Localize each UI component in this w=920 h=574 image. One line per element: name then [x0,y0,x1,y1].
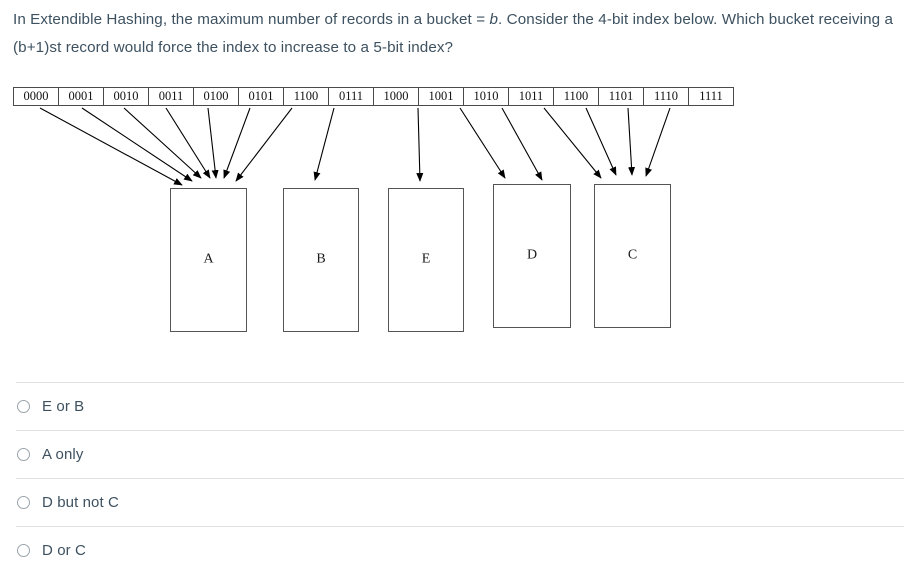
radio-button-3[interactable] [17,544,30,557]
bucket-b: B [283,188,359,332]
pointer-arrow-2 [123,107,202,179]
bucket-label-b: B [316,251,326,267]
index-cell-11: 1011 [508,87,554,106]
pointer-arrow-5 [223,107,251,179]
radio-button-2[interactable] [17,496,30,509]
option-label-1: A only [42,445,84,463]
question-line1-pre: In Extendible Hashing, the maximum numbe… [13,11,490,28]
question-line1-post: . Consider the 4-bit index below. [498,11,718,28]
index-cell-12: 1100 [553,87,599,106]
option-row-1[interactable]: A only [16,430,904,478]
index-cell-5: 0101 [238,87,284,106]
index-cell-13: 1101 [598,87,644,106]
radio-button-1[interactable] [17,448,30,461]
pointer-arrow-13 [627,107,636,176]
index-cell-15: 1111 [688,87,734,106]
index-cell-0: 0000 [13,87,59,106]
pointer-arrow-1 [81,107,193,182]
index-cell-1: 0001 [58,87,104,106]
bucket-a: A [170,188,247,332]
bucket-d: D [493,184,571,328]
bucket-c: C [594,184,671,328]
pointer-arrow-0 [39,107,183,186]
index-cell-4: 0100 [193,87,239,106]
bucket-e: E [388,188,464,332]
bucket-label-e: E [421,251,431,267]
question-variable-b: b [489,11,499,28]
pointer-arrow-11 [543,107,602,179]
bucket-label-c: C [627,247,638,263]
pointer-arrow-8 [416,107,424,182]
question-line2: Which bucket receiving a (b+1)st record … [13,11,894,56]
index-cell-7: 0111 [328,87,374,106]
option-row-2[interactable]: D but not C [16,478,904,526]
option-label-2: D but not C [42,493,119,511]
index-cell-14: 1110 [643,87,689,106]
pointer-arrow-14 [645,107,671,177]
index-cell-6: 1100 [283,87,329,106]
radio-button-0[interactable] [17,400,30,413]
bucket-label-d: D [526,247,538,263]
pointer-arrow-9 [459,107,506,179]
option-row-0[interactable]: E or B [16,382,904,430]
index-cell-8: 1000 [373,87,419,106]
option-label-0: E or B [42,397,85,415]
pointer-arrow-6 [235,107,293,182]
pointer-arrow-3 [165,107,211,179]
question-stem: In Extendible Hashing, the maximum numbe… [13,6,911,62]
pointer-arrow-10 [501,107,543,181]
index-cell-2: 0010 [103,87,149,106]
index-cell-9: 1001 [418,87,464,106]
index-cell-10: 1010 [463,87,509,106]
option-label-3: D or C [42,541,86,559]
bucket-label-a: A [203,251,214,267]
option-row-3[interactable]: D or C [16,526,904,574]
index-cell-3: 0011 [148,87,194,106]
pointer-arrow-7 [313,107,335,181]
pointer-arrow-4 [207,107,219,179]
answer-options: E or B A only D but not C D or C [0,382,920,574]
pointer-arrow-12 [585,107,617,176]
